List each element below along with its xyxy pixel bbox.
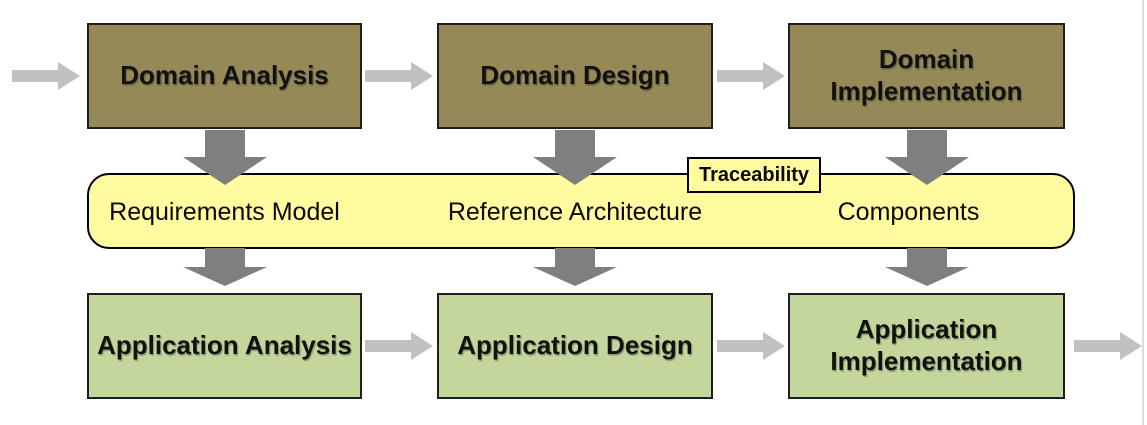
arrow-right-icon xyxy=(365,332,433,360)
application-design-box: Application Design xyxy=(437,293,713,399)
arrow-down-icon xyxy=(533,130,617,185)
reference-architecture-label: Reference Architecture xyxy=(447,198,703,226)
application-analysis-box: Application Analysis xyxy=(87,293,362,399)
arrow-down-icon xyxy=(183,130,267,185)
domain-implementation-label: Domain Implementation xyxy=(830,44,1023,106)
components-label: Components xyxy=(837,198,980,226)
domain-implementation-box: Domain Implementation xyxy=(788,23,1065,129)
arrow-down-icon xyxy=(533,248,617,286)
domain-analysis-box: Domain Analysis xyxy=(87,23,362,129)
arrow-right-icon xyxy=(717,332,785,360)
requirements-model-label: Requirements Model xyxy=(109,198,340,226)
arrow-right-icon xyxy=(365,62,433,90)
arrow-down-icon xyxy=(183,248,267,286)
arrow-down-icon xyxy=(885,130,969,185)
traceability-tag: Traceability xyxy=(687,157,821,193)
traceability-tag-label: Traceability xyxy=(698,163,810,186)
arrow-right-icon xyxy=(717,62,785,90)
domain-analysis-label: Domain Analysis xyxy=(120,60,329,91)
application-design-label: Application Design xyxy=(457,330,693,361)
domain-design-box: Domain Design xyxy=(437,23,713,129)
arrow-down-icon xyxy=(885,248,969,286)
output-arrow-right-icon xyxy=(1074,332,1142,360)
page-edge-line xyxy=(1142,0,1144,425)
domain-design-label: Domain Design xyxy=(480,60,670,91)
input-arrow-right-icon xyxy=(12,62,80,90)
application-implementation-box: Application Implementation xyxy=(788,293,1065,399)
application-implementation-label: Application Implementation xyxy=(830,314,1023,376)
application-analysis-label: Application Analysis xyxy=(97,330,352,361)
